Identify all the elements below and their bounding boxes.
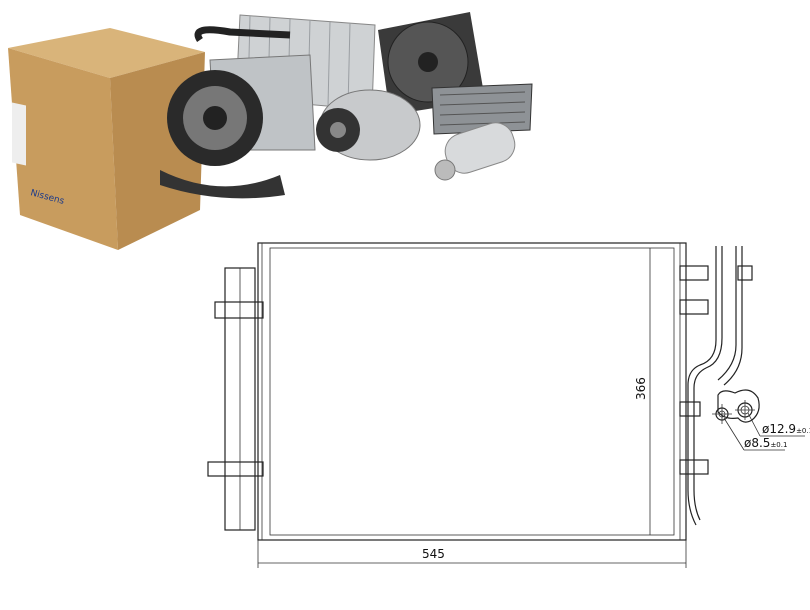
blower-motor-photo (160, 70, 285, 199)
receiver-drier-photo (434, 122, 516, 181)
heater-core-photo (431, 83, 533, 135)
product-photo-collage: Nissens (8, 12, 533, 250)
ac-compressor-photo (316, 89, 421, 161)
height-dimension: 366 (634, 377, 648, 400)
product-box: Nissens (8, 28, 205, 250)
large-diameter-label: ø12.9±0.1 (762, 422, 810, 436)
width-dimension: 545 (422, 547, 445, 561)
condenser-drawing (207, 242, 805, 568)
small-diameter-label: ø8.5±0.1 (744, 436, 787, 450)
